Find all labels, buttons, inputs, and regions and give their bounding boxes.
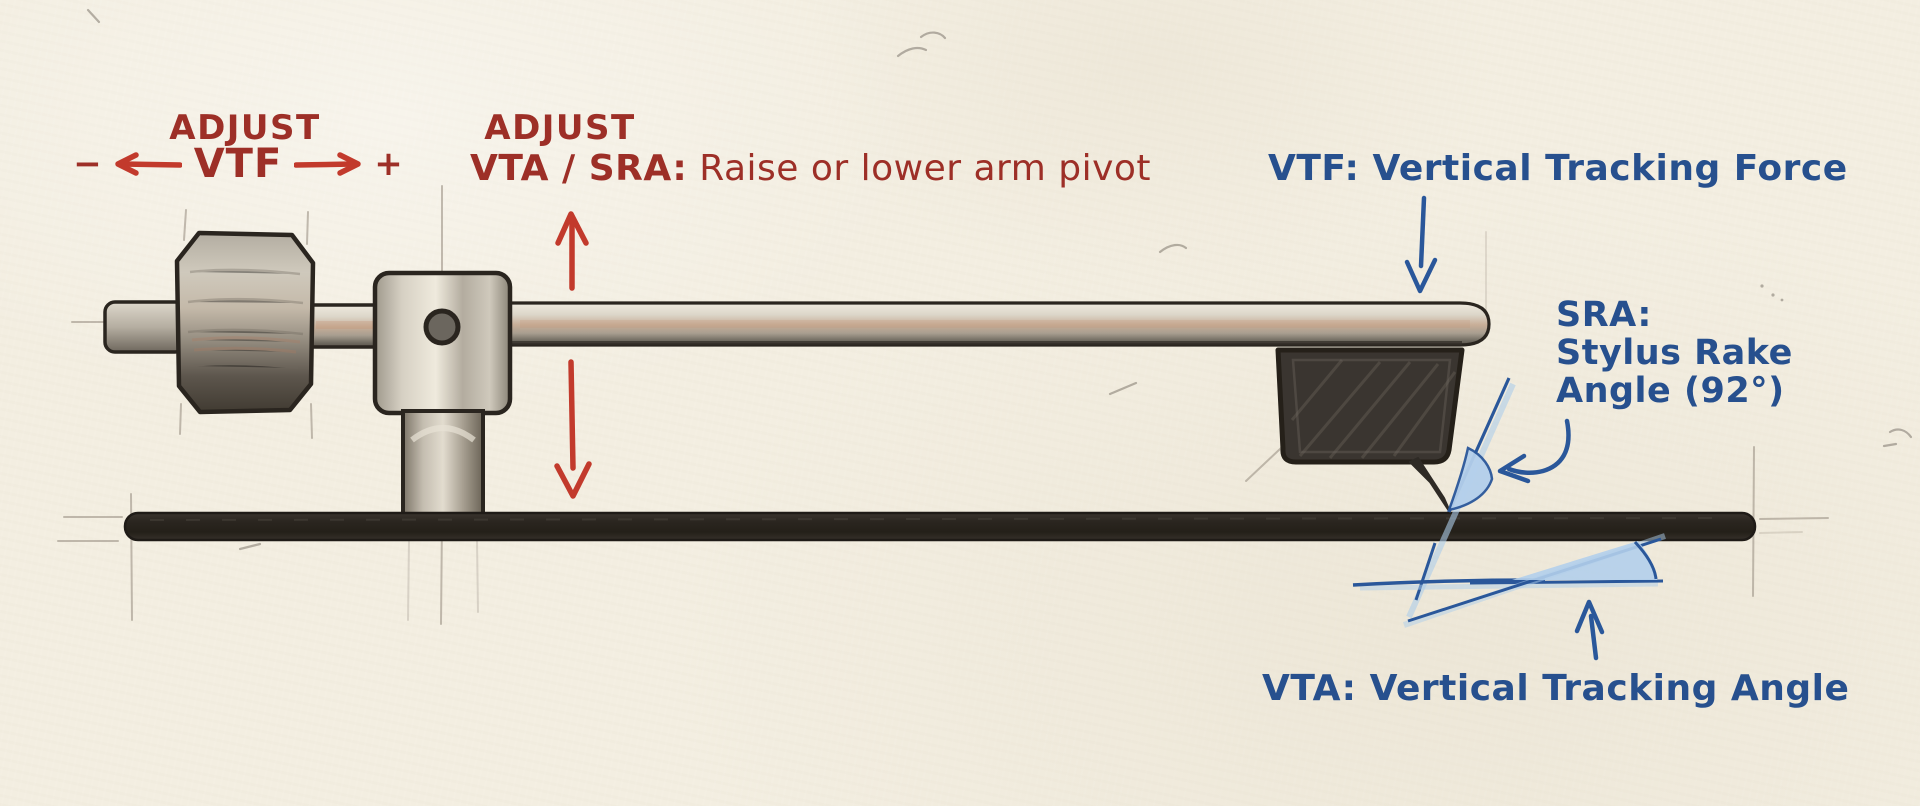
counterweight bbox=[174, 230, 316, 415]
vtf-adjust-row: − VTF + bbox=[73, 141, 403, 187]
vta-note-label: VTA: Vertical Tracking Angle bbox=[1262, 668, 1850, 709]
vta-adjust-label-prefix: VTA / SRA: bbox=[470, 148, 688, 189]
cartridge bbox=[1275, 347, 1465, 465]
arrow-right-icon bbox=[294, 151, 362, 177]
pivot-block bbox=[372, 270, 513, 416]
vtf-adjust-label: VTF bbox=[193, 141, 283, 187]
arrow-up-icon bbox=[1574, 599, 1605, 661]
tonearm-tube bbox=[503, 301, 1491, 347]
arrow-up-icon bbox=[555, 211, 589, 291]
pivot-hole bbox=[423, 308, 461, 346]
stylus bbox=[1409, 457, 1452, 515]
vta-adjust-arrows bbox=[554, 211, 592, 499]
record-surface bbox=[123, 511, 1757, 542]
vtf-adjust-title: ADJUST bbox=[169, 108, 321, 148]
sra-note-line3: Angle (92°) bbox=[1556, 371, 1785, 411]
minus-sign: − bbox=[73, 144, 102, 184]
pencil-smudges bbox=[86, 8, 1913, 551]
vtf-note-label: VTF: Vertical Tracking Force bbox=[1268, 148, 1848, 189]
vta-adjust-title: ADJUST bbox=[484, 108, 636, 148]
curved-arrow-left-icon bbox=[1497, 418, 1571, 484]
pivot-pillar bbox=[401, 409, 485, 521]
sra-note-line2: Stylus Rake bbox=[1556, 333, 1793, 373]
vta-adjust-label: VTA / SRA: Raise or lower arm pivot bbox=[470, 148, 1151, 189]
counterweight-shaft bbox=[103, 300, 384, 354]
arrow-down-icon bbox=[554, 359, 592, 499]
vta-pointer-arrow bbox=[1574, 599, 1605, 661]
sra-angle-marker bbox=[1406, 377, 1516, 619]
sra-note-label: SRA: Stylus Rake Angle (92°) bbox=[1556, 296, 1793, 410]
vtf-pointer-arrow bbox=[1404, 195, 1438, 294]
sra-pointer-arrow bbox=[1497, 418, 1571, 484]
sra-note-line1: SRA: bbox=[1556, 295, 1652, 335]
vta-angle-marker bbox=[1352, 533, 1666, 628]
arrow-left-icon bbox=[114, 151, 182, 177]
plus-sign: + bbox=[374, 144, 403, 184]
vta-adjust-label-text: Raise or lower arm pivot bbox=[687, 148, 1152, 189]
arrow-down-icon bbox=[1404, 195, 1438, 294]
